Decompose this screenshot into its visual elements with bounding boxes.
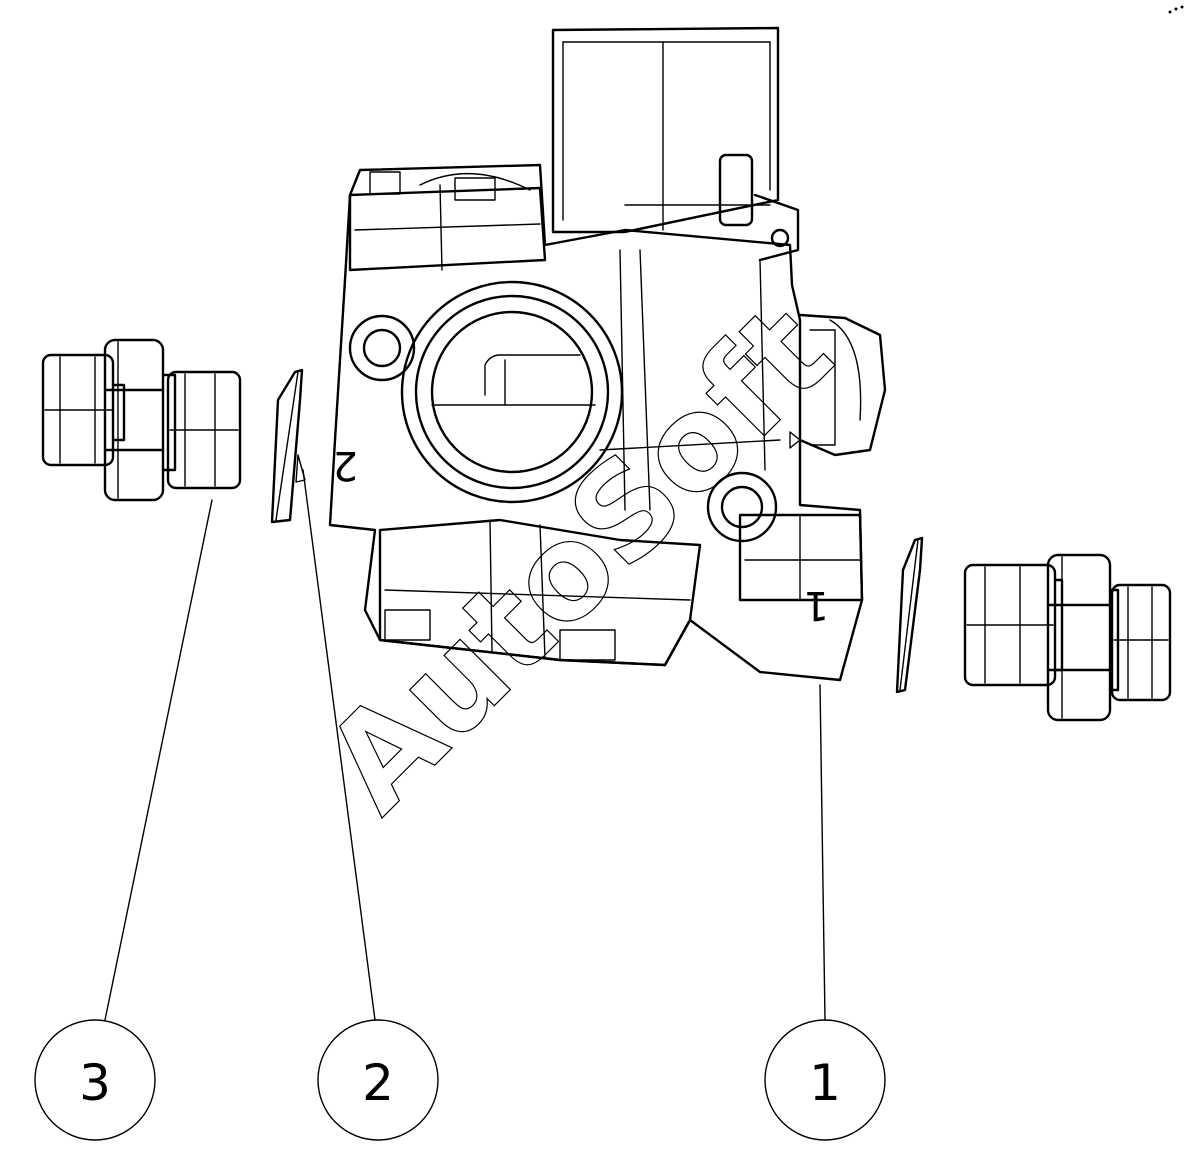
left-gasket [270,368,306,524]
callout-1-label: 1 [809,1054,841,1112]
right-fitting [963,553,1172,722]
port-mark-1: 1 [804,582,829,628]
valve-body [328,26,887,682]
callout-3-label: 3 [79,1054,111,1112]
port-mark-2: 2 [333,442,358,488]
left-fitting [41,338,242,502]
leader-line-3 [104,499,213,1021]
callout-2-label: 2 [362,1054,394,1112]
leader-line-2 [302,469,376,1021]
corner-mark [1168,5,1184,14]
callout-3: 3 [34,1019,156,1141]
leader-line-1 [819,684,826,1021]
callout-1: 1 [764,1019,886,1141]
callout-2: 2 [317,1019,439,1141]
right-gasket [895,536,924,694]
